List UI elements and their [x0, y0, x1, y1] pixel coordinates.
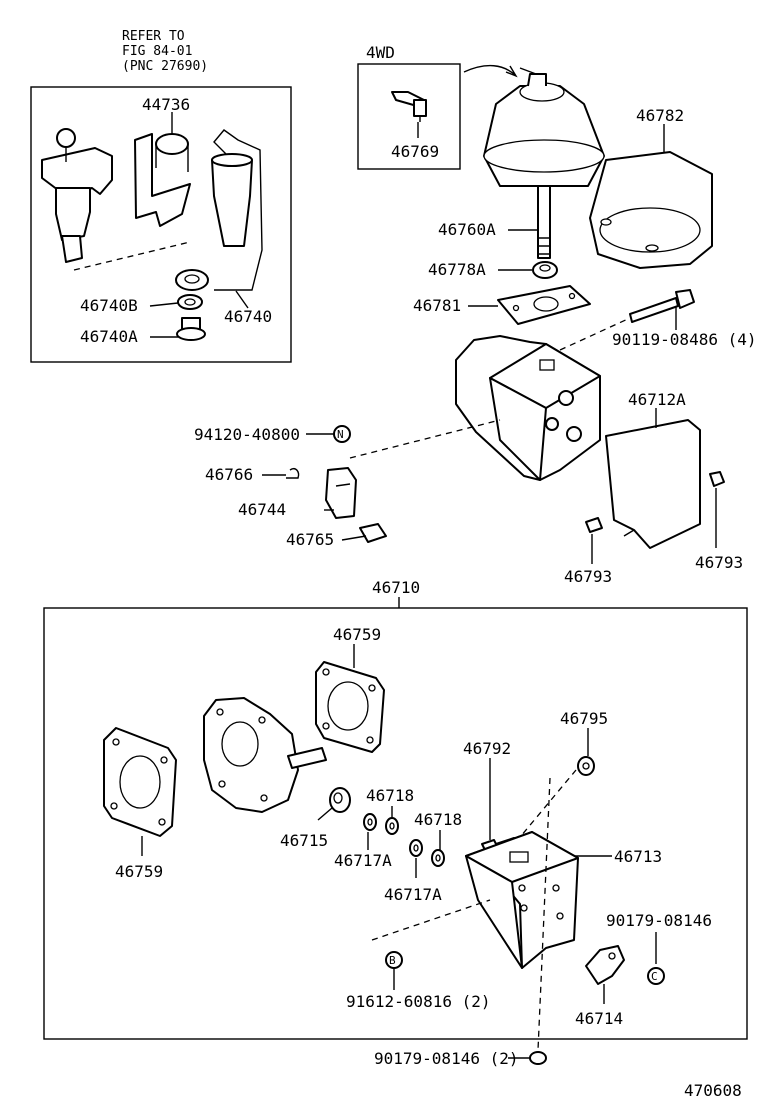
- washer-46717a-2-illustration: [409, 839, 423, 857]
- bolt-90119-illustration: [629, 289, 695, 323]
- label-46793-right: 46793: [695, 553, 743, 572]
- plate-46714-illustration: [585, 945, 625, 985]
- label-90119: 90119-08486 (4): [612, 330, 757, 349]
- label-46782: 46782: [636, 106, 684, 125]
- symbol-c: C: [651, 970, 658, 983]
- bolt-46792-dashed-line: [515, 769, 577, 843]
- cover-46782-illustration: [589, 151, 713, 269]
- label-46769: 46769: [391, 142, 439, 161]
- nut-46795-illustration: [577, 756, 595, 776]
- label-94120: 94120-40800: [194, 425, 300, 444]
- gasket-46759-lower-illustration: [103, 727, 177, 837]
- link-dashed-line: [349, 419, 501, 459]
- label-46760a: 46760A: [438, 220, 496, 239]
- vertical-dashed-line: [537, 777, 551, 1051]
- label-46744: 46744: [238, 500, 286, 519]
- label-46792: 46792: [463, 739, 511, 758]
- label-46766: 46766: [205, 465, 253, 484]
- drawing-code: 470608: [684, 1081, 742, 1100]
- bracket-46713-illustration: [465, 831, 579, 969]
- fuel-line-illustration: [211, 129, 263, 291]
- grommet-46778a-illustration: [532, 261, 558, 279]
- actuator-bracket-illustration: [455, 335, 601, 481]
- label-46710: 46710: [372, 578, 420, 597]
- label-46712a: 46712A: [628, 390, 686, 409]
- bolt-dashed-line: [559, 317, 631, 351]
- label-46778a: 46778A: [428, 260, 486, 279]
- label-46781: 46781: [413, 296, 461, 315]
- washer-46718-1-illustration: [385, 817, 399, 835]
- label-46765: 46765: [286, 530, 334, 549]
- label-46718-b: 46718: [414, 810, 462, 829]
- label-46740: 46740: [224, 307, 272, 326]
- collar-46715-illustration: [329, 787, 351, 813]
- throttle-housing-illustration: [203, 697, 327, 813]
- refer-note-line-2: FIG 84-01: [122, 44, 192, 59]
- label-46717a-a: 46717A: [334, 851, 392, 870]
- pin-46766-illustration: [286, 468, 300, 479]
- shield-46712a-illustration: [605, 419, 701, 549]
- 4wd-arrow: [463, 65, 518, 78]
- nut-90179-double-illustration: [529, 1051, 547, 1065]
- hose-fitting-46769-illustration: [391, 91, 427, 122]
- label-46714: 46714: [575, 1009, 623, 1028]
- gasket-46759-upper-illustration: [315, 661, 385, 753]
- insulator-46740a-illustration: [176, 317, 206, 341]
- grommet-46740b-illustration: [175, 269, 209, 310]
- injector-clamp-illustration: [134, 133, 191, 227]
- label-46793-left: 46793: [564, 567, 612, 586]
- bolt-46765-illustration: [359, 523, 387, 543]
- refer-note-line-3: (PNC 27690): [122, 59, 208, 74]
- screw-46793-left-illustration: [585, 517, 603, 533]
- 4wd-inset-frame: [357, 63, 461, 170]
- label-46718-a: 46718: [366, 786, 414, 805]
- drive-tag: 4WD: [366, 43, 395, 62]
- washer-46717a-1-illustration: [363, 813, 377, 831]
- label-46713: 46713: [614, 847, 662, 866]
- washer-46718-2-illustration: [431, 849, 445, 867]
- injector-dashed-line: [73, 241, 191, 271]
- symbol-b: B: [389, 954, 396, 967]
- label-46759-top: 46759: [333, 625, 381, 644]
- symbol-n: N: [337, 428, 344, 441]
- refer-note-line-1: REFER TO: [122, 29, 185, 44]
- label-46740b: 46740B: [80, 296, 138, 315]
- label-91612: 91612-60816 (2): [346, 992, 491, 1011]
- screw-46793-right-illustration: [709, 471, 725, 487]
- label-46740a: 46740A: [80, 327, 138, 346]
- label-44736: 44736: [142, 95, 190, 114]
- lever-46744-illustration: [325, 467, 357, 519]
- actuator-46760a-illustration: [483, 67, 605, 259]
- label-90179-double: 90179-08146 (2): [374, 1049, 519, 1068]
- label-90179-single: 90179-08146: [606, 911, 712, 930]
- fuel-injector-illustration: [41, 128, 113, 263]
- gasket-46781-illustration: [497, 285, 591, 325]
- assembly-46710-frame: [43, 607, 748, 1040]
- label-46795: 46795: [560, 709, 608, 728]
- label-46759-bottom: 46759: [115, 862, 163, 881]
- nut-90179-single-illustration: [647, 967, 665, 985]
- bolt-91612-dashed-line: [371, 899, 491, 941]
- label-46717a-b: 46717A: [384, 885, 442, 904]
- injector-group-frame: [30, 86, 292, 363]
- label-46715: 46715: [280, 831, 328, 850]
